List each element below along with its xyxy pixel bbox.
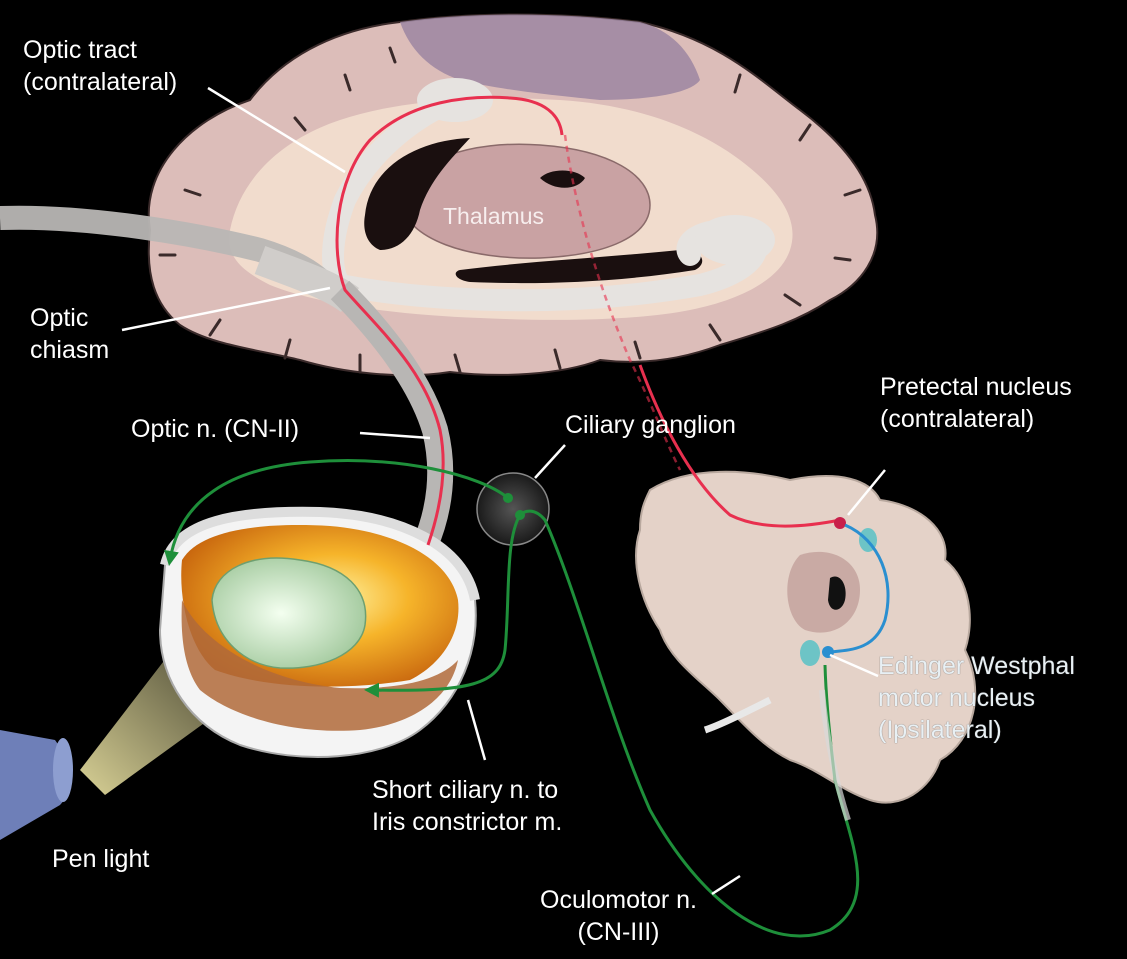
eye-cross-section: [160, 512, 476, 757]
label-optic-nerve: Optic n. (CN-II): [131, 413, 299, 445]
midbrain-outline: [636, 472, 975, 803]
ew-nucleus-spot: [800, 640, 820, 666]
leader-optic-nerve: [360, 433, 430, 438]
label-pen-light: Pen light: [52, 843, 149, 875]
label-thalamus: Thalamus: [443, 200, 544, 232]
label-ciliary-ganglion: Ciliary ganglion: [565, 409, 736, 441]
brain-section: [149, 15, 878, 376]
pen-light-tip: [53, 738, 73, 802]
label-optic-tract: Optic tract (contralateral): [23, 34, 177, 98]
leader-oculomotor: [712, 876, 740, 894]
pretectal-synapse: [834, 517, 846, 529]
leader-short-ciliary: [468, 700, 485, 760]
leader-ciliary-ganglion: [535, 445, 565, 478]
label-oculomotor: Oculomotor n. (CN-III): [540, 884, 697, 948]
label-short-ciliary: Short ciliary n. to Iris constrictor m.: [372, 774, 562, 838]
label-edinger-westphal: Edinger Westphal motor nucleus (Ipsilate…: [878, 650, 1075, 746]
ventricle-bulb-right: [695, 215, 775, 265]
label-optic-chiasm: Optic chiasm: [30, 302, 109, 366]
midbrain-section: [636, 472, 975, 803]
label-pretectal-nucleus: Pretectal nucleus (contralateral): [880, 371, 1072, 435]
